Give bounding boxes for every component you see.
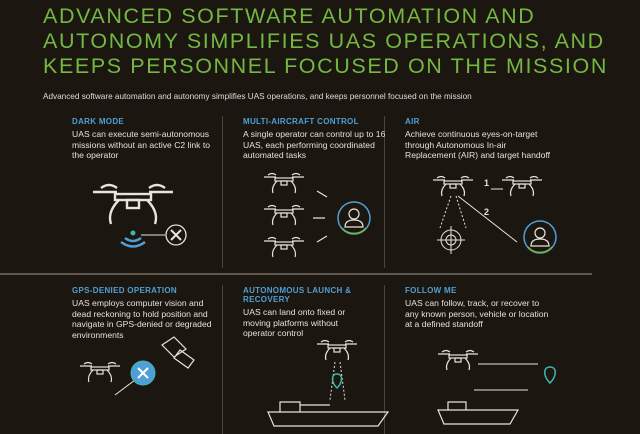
- card-dark-mode: DARK MODE UAS can execute semi-autonomou…: [72, 117, 222, 161]
- divider: [384, 116, 385, 268]
- subtitle: Advanced software automation and autonom…: [43, 92, 472, 101]
- card-multi-aircraft: MULTI-AIRCRAFT CONTROL A single operator…: [243, 117, 393, 161]
- card-text: A single operator can control up to 16 U…: [243, 129, 386, 160]
- title-line: ADVANCED SOFTWARE AUTOMATION AND: [43, 4, 536, 28]
- card-follow-me: FOLLOW ME UAS can follow, track, or reco…: [405, 286, 555, 330]
- title-line: AUTONOMY SIMPLIFIES UAS OPERATIONS, AND: [43, 29, 605, 53]
- step-1: 1: [484, 178, 489, 188]
- card-heading: GPS-DENIED OPERATION: [72, 286, 177, 295]
- card-text: Achieve continuous eyes-on-target throug…: [405, 129, 551, 160]
- divider: [222, 285, 223, 434]
- divider: [222, 116, 223, 268]
- page-title: ADVANCED SOFTWARE AUTOMATION AND AUTONOM…: [43, 4, 608, 79]
- card-text: UAS employs computer vision and dead rec…: [72, 298, 212, 340]
- divider: [0, 273, 592, 275]
- title-line: KEEPS PERSONNEL FOCUSED ON THE MISSION: [43, 54, 608, 78]
- divider: [384, 285, 385, 434]
- card-heading: MULTI-AIRCRAFT CONTROL: [243, 117, 359, 126]
- card-heading: AUTONOMOUS LAUNCH & RECOVERY: [243, 286, 352, 304]
- card-heading: AIR: [405, 117, 420, 126]
- card-launch-recovery: AUTONOMOUS LAUNCH & RECOVERY UAS can lan…: [243, 286, 363, 339]
- card-air: AIR Achieve continuous eyes-on-target th…: [405, 117, 555, 161]
- card-text: UAS can follow, track, or recover to any…: [405, 298, 549, 329]
- card-text: UAS can execute semi-autonomous missions…: [72, 129, 211, 160]
- card-heading: FOLLOW ME: [405, 286, 457, 295]
- card-heading: DARK MODE: [72, 117, 125, 126]
- card-gps-denied: GPS-DENIED OPERATION UAS employs compute…: [72, 286, 222, 340]
- step-2: 2: [484, 207, 489, 217]
- card-text: UAS can land onto fixed or moving platfo…: [243, 307, 346, 338]
